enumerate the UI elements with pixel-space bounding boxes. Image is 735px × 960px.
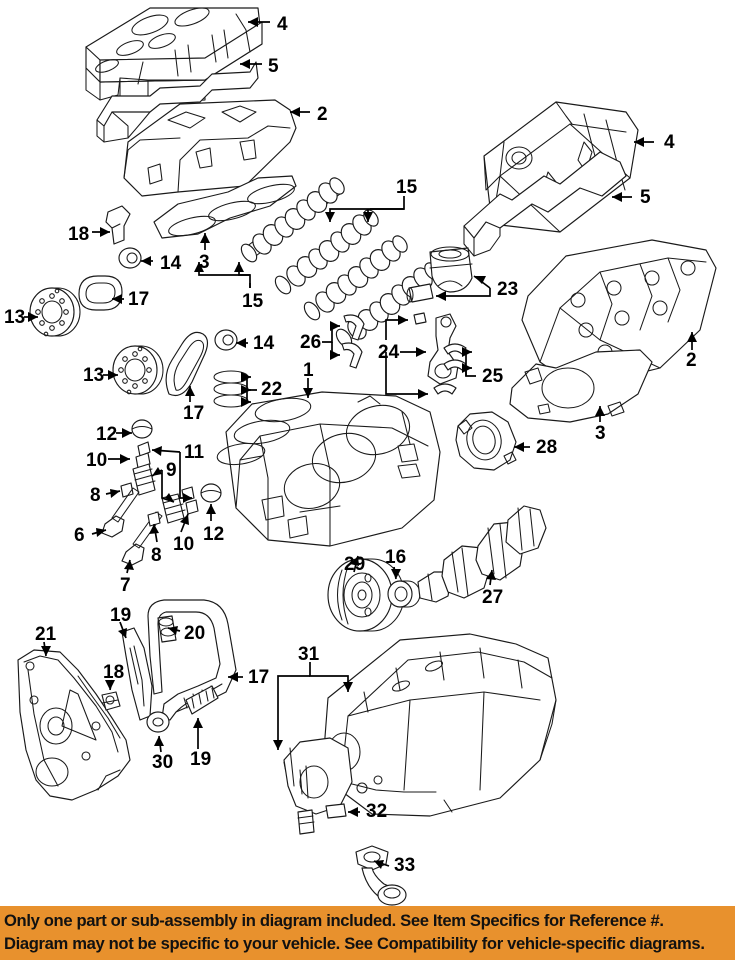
callout-30: 30 xyxy=(152,752,174,773)
callout-12-upper: 12 xyxy=(96,424,118,445)
callout-2-right: 2 xyxy=(686,350,697,371)
callout-17-upper: 17 xyxy=(128,289,150,310)
camshaft-1 xyxy=(240,177,345,263)
part-timing-chain-guide-lower xyxy=(185,685,219,715)
part-camshaft-seal-upper xyxy=(118,247,142,269)
callout-19-upper: 19 xyxy=(110,605,132,626)
callout-3-left: 3 xyxy=(199,252,210,273)
callout-24: 24 xyxy=(378,342,400,363)
part-crankshaft-front-seal xyxy=(387,580,421,608)
callout-4-left: 4 xyxy=(277,14,288,35)
part-chain-guide-washer xyxy=(146,711,170,733)
part-camshaft-sprocket-upper xyxy=(29,287,81,337)
part-valve-train xyxy=(101,419,222,566)
callout-14-upper: 14 xyxy=(160,253,182,274)
callout-29: 29 xyxy=(344,554,366,575)
callout-5-left: 5 xyxy=(268,56,279,77)
part-piston-and-pin xyxy=(406,246,473,303)
callout-8-lower: 8 xyxy=(151,545,162,566)
callout-11: 11 xyxy=(184,442,205,463)
disclaimer-banner: Only one part or sub-assembly in diagram… xyxy=(0,906,735,960)
engine-diagram-illustration xyxy=(17,7,717,906)
callout-17-main: 17 xyxy=(248,667,270,688)
callout-14-lower: 14 xyxy=(253,333,275,354)
camshaft-2 xyxy=(274,209,379,295)
part-chain-guide-pivot xyxy=(101,691,121,711)
callout-20: 20 xyxy=(184,623,206,644)
callout-33: 33 xyxy=(394,855,416,876)
callout-3-right: 3 xyxy=(595,423,606,444)
callout-13-lower: 13 xyxy=(83,365,105,386)
callout-7: 7 xyxy=(120,575,131,596)
callout-8-upper: 8 xyxy=(90,485,101,506)
callout-27: 27 xyxy=(482,587,504,608)
part-chain-tensioner xyxy=(157,615,177,643)
camshaft-3 xyxy=(303,235,408,321)
callout-22: 22 xyxy=(261,379,283,400)
part-timing-chain-guide-upper xyxy=(121,627,153,721)
part-camshafts xyxy=(240,177,440,348)
callout-13-upper: 13 xyxy=(4,307,26,328)
callout-32: 32 xyxy=(366,801,388,822)
callout-5-right: 5 xyxy=(640,187,651,208)
part-rear-main-seal-retainer xyxy=(455,411,517,471)
callout-25: 25 xyxy=(482,366,504,387)
callout-16: 16 xyxy=(385,547,407,568)
callout-19-lower: 19 xyxy=(190,749,212,770)
part-head-gasket-left xyxy=(153,175,297,239)
callout-4-right: 4 xyxy=(664,132,675,153)
callout-12-lower: 12 xyxy=(203,524,225,545)
part-timing-chain-lower xyxy=(165,331,209,397)
part-main-bearing-set xyxy=(341,314,365,369)
part-valve-cover-gasket-right xyxy=(463,151,627,257)
part-camshaft-seal-lower xyxy=(214,329,238,351)
callout-10-lower: 10 xyxy=(173,534,195,555)
callout-18-upper: 18 xyxy=(68,224,90,245)
callout-6: 6 xyxy=(74,525,85,546)
callout-leader-lines xyxy=(24,17,697,869)
callout-26: 26 xyxy=(300,332,322,353)
part-cylinder-head-right xyxy=(521,239,717,389)
callout-9: 9 xyxy=(166,460,177,481)
callout-21: 21 xyxy=(35,624,57,645)
callout-1: 1 xyxy=(303,360,314,381)
part-engine-block xyxy=(216,391,441,547)
part-oil-pump xyxy=(283,737,353,835)
disclaimer-line-1: Only one part or sub-assembly in diagram… xyxy=(4,911,664,931)
part-crankshaft xyxy=(417,505,547,603)
callout-23: 23 xyxy=(497,279,519,300)
callout-18-lower: 18 xyxy=(103,662,125,683)
part-cylinder-head-left xyxy=(123,99,297,197)
part-camshaft-sprocket-lower xyxy=(112,345,164,395)
part-seal-guide-upper xyxy=(105,205,131,245)
part-valve-cover-left xyxy=(85,7,263,105)
callout-17-lower: 17 xyxy=(183,403,205,424)
callout-10-upper: 10 xyxy=(86,450,108,471)
callout-15-right: 15 xyxy=(396,177,418,198)
part-timing-chain-upper xyxy=(78,275,123,311)
callout-15-left: 15 xyxy=(242,291,264,312)
callout-28: 28 xyxy=(536,437,558,458)
part-valve-cover-gasket-left xyxy=(96,61,259,143)
part-timing-cover xyxy=(17,649,131,801)
callout-2-left: 2 xyxy=(317,104,328,125)
disclaimer-line-2: Diagram may not be specific to your vehi… xyxy=(4,934,705,953)
part-oil-pan xyxy=(323,633,557,817)
part-head-gasket-right xyxy=(509,349,653,423)
callout-31: 31 xyxy=(298,644,320,665)
